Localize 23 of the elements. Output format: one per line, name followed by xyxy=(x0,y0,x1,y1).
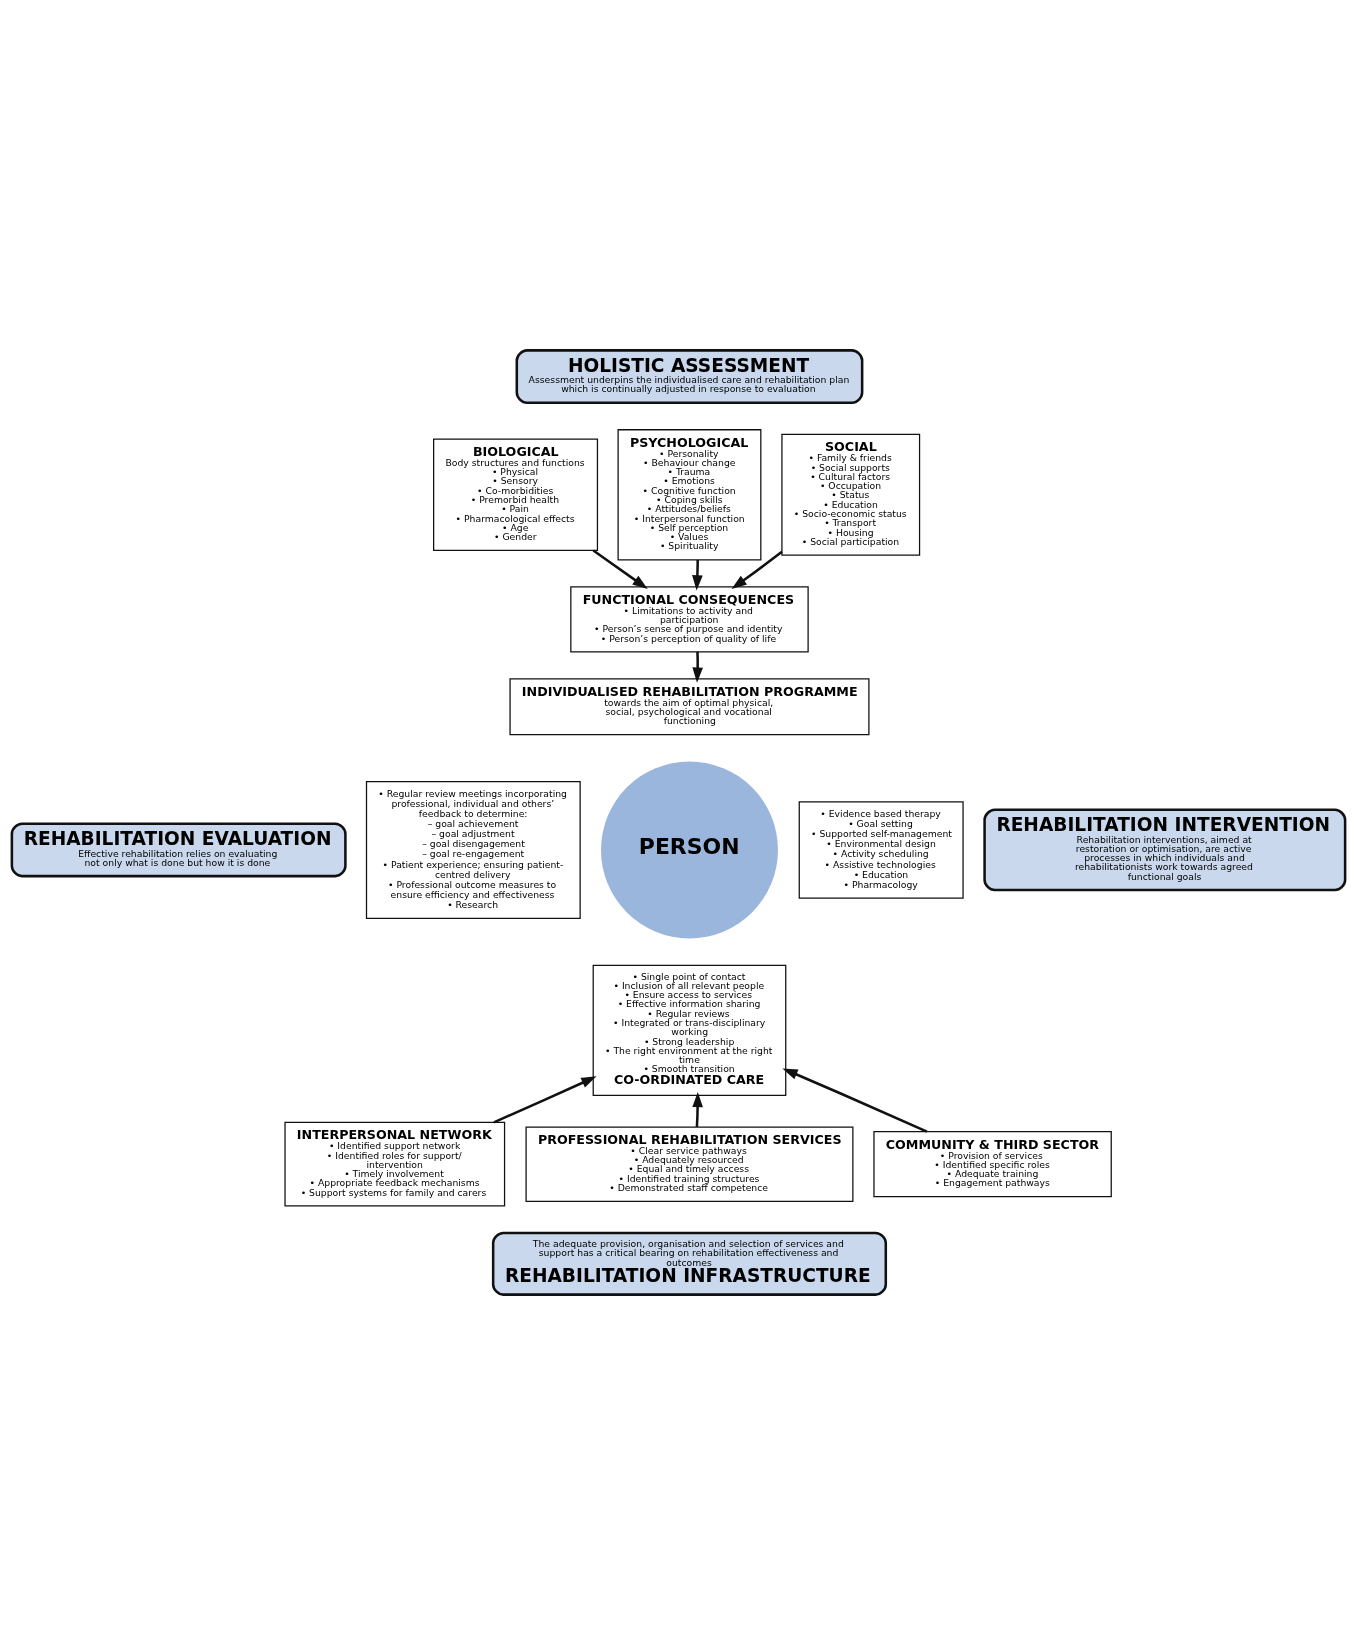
arrow xyxy=(731,550,783,589)
node-box: • Regular review meetings incorporating professional, individual and others’ feedback to determine: – goal achievement – goal adjustment – goal disengagement – goal re-engagement • Patient experience; ensuring patient-centred delivery • Professional outcome measures to ensure efficiency and effectiveness • Research xyxy=(365,780,581,919)
node-box: • Single point of contact • Inclusion of all relevant people • Ensure access to services • Effective information sharing • Regular reviews • Integrated or trans-disciplinary working • Strong leadership • The right environment at the right time • Smooth transition CO-ORDINATED CARE xyxy=(592,964,787,1096)
node-box: BIOLOGICAL Body structures and functions • Physical • Sensory • Co-morbidities • Premorbid health • Pain • Pharmacological effects • Age • Gender xyxy=(433,437,599,551)
node-box: COMMUNITY & THIRD SECTOR • Provision of services • Identified specific roles • Adequate training • Engagement pathways xyxy=(873,1130,1112,1197)
node-box: HOLISTIC ASSESSMENT Assessment underpins the individualised care and rehabilitation plan which is continually adjusted in response to evaluation xyxy=(515,348,864,404)
arrow xyxy=(592,549,648,589)
node-box: REHABILITATION INTERVENTION Rehabilitation interventions, aimed at restoration or optimisation, are active processes in which individuals and rehabilitationists work towards agreed functional goals xyxy=(983,808,1347,891)
node-circle: PERSON xyxy=(601,760,778,938)
node-box: INTERPERSONAL NETWORK • Identified support network • Identified roles for support/ intervention • Timely involvement • Appropriate feedback mechanisms • Support systems for family and carers xyxy=(284,1121,506,1207)
node-box: SOCIAL • Family & friends • Social supports • Cultural factors • Occupation • Status • Education • Socio-economic status • Transport • Housing • Social participation xyxy=(781,433,921,556)
node-box: PROFESSIONAL REHABILITATION SERVICES • Clear service pathways • Adequately resourced • Equal and timely access • Identified training structures • Demonstrated staff competence xyxy=(525,1125,854,1202)
arrow xyxy=(692,1091,703,1127)
node-box: PSYCHOLOGICAL • Personality • Behaviour change • Trauma • Emotions • Cognitive function • Coping skills • Attitudes/beliefs • Interpersonal function • Self perception • Values • Spirituality xyxy=(617,428,762,560)
arrow xyxy=(692,559,703,590)
node-box: REHABILITATION EVALUATION Effective rehabilitation relies on evaluating not only what is done but how it is done xyxy=(10,822,347,877)
node-box: • Evidence based therapy • Goal setting • Supported self-management • Environmental design • Activity scheduling • Assistive technologies • Education • Pharmacology xyxy=(798,800,964,899)
node-box: The adequate provision, organisation and selection of services and support has a critical bearing on rehabilitation effectiveness and outcomes REHABILITATION INFRASTRUCTURE xyxy=(491,1231,888,1296)
arrow xyxy=(782,1067,928,1133)
arrow xyxy=(493,1075,597,1123)
node-box: FUNCTIONAL CONSEQUENCES • Limitations to activity and participation • Person’s sense of purpose and identity • Person’s perception of quality of life xyxy=(570,585,809,652)
node-box: INDIVIDUALISED REHABILITATION PROGRAMME towards the aim of optimal physical, social, psychological and vocational functioning xyxy=(509,677,870,735)
arrow xyxy=(692,651,704,683)
